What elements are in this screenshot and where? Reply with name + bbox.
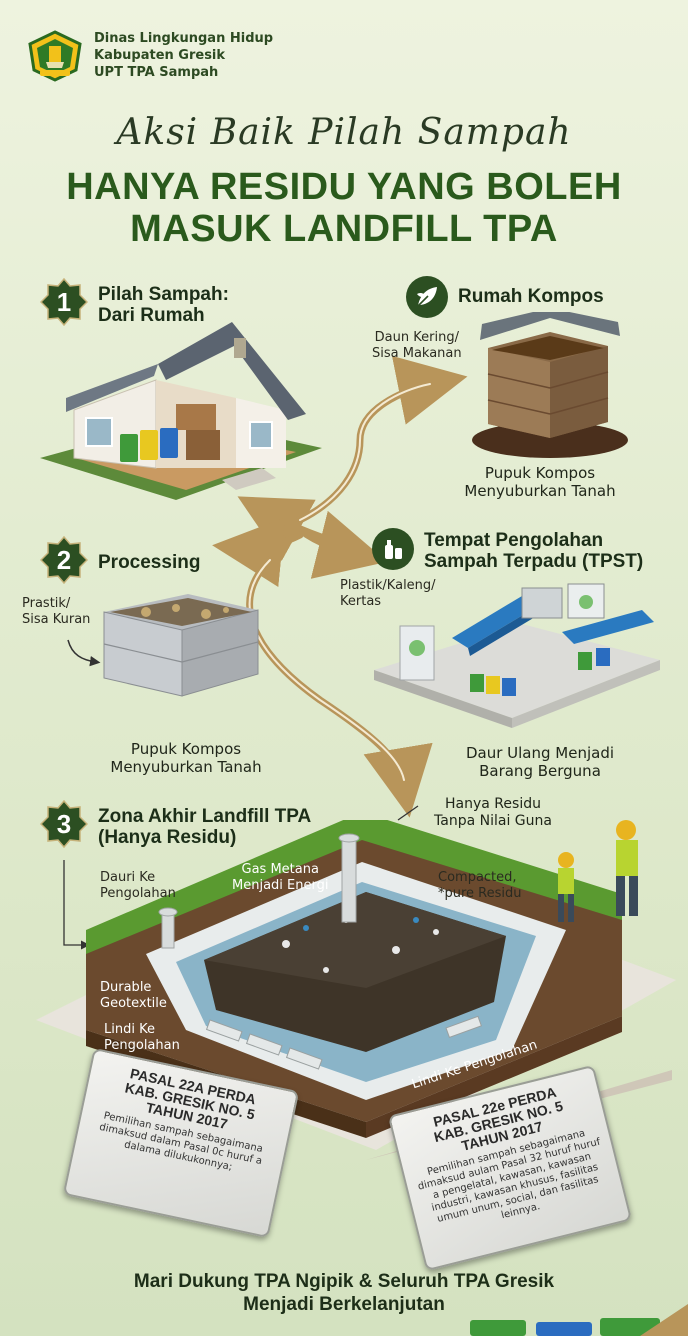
step2-badge: 2 <box>39 535 89 585</box>
tpst-output-line: Barang Berguna <box>479 762 601 780</box>
tpst-input-line: Kertas <box>340 594 382 609</box>
label-compacted-line: Compacted, <box>438 870 517 885</box>
label-compacted-line: *pure Residu <box>438 886 522 901</box>
step2-output-line: Menyuburkan Tanah <box>110 758 262 776</box>
residu-line: Hanya Residu <box>445 796 541 812</box>
worker-figure <box>558 820 638 922</box>
label-gas: Gas Metana Menjadi Energi <box>232 862 328 894</box>
tpst-facility-illustration <box>374 583 660 728</box>
label-lindi-line: Pengolahan <box>104 1038 180 1053</box>
step1-number: 1 <box>56 286 72 317</box>
processing-bin-illustration <box>103 594 259 697</box>
step3-badge: 3 <box>39 799 89 849</box>
title-line: MASUK LANDFILL TPA <box>130 208 558 250</box>
step2-output-caption: Pupuk Kompos Menyuburkan Tanah <box>86 740 286 776</box>
label-dauri-line: Pengolahan <box>100 886 176 901</box>
step2-number: 2 <box>56 544 72 575</box>
tpst-output-caption: Daur Ulang Menjadi Barang Berguna <box>440 744 640 780</box>
compost-output-line: Menyuburkan Tanah <box>464 482 616 500</box>
title-line: HANYA RESIDU YANG BOLEH <box>66 166 622 208</box>
org-line: Dinas Lingkungan Hidup <box>94 31 274 46</box>
label-dauri-line: Dauri Ke <box>100 870 156 885</box>
gresik-crest-icon <box>26 30 84 82</box>
tpst-input-line: Plastik/Kaleng/ <box>340 578 436 593</box>
step2-output-line: Pupuk Kompos <box>130 740 242 758</box>
org-line: UPT TPA Sampah <box>94 65 219 80</box>
label-geotextile: Durable Geotextile <box>100 980 167 1012</box>
compost-input-label: Daun Kering/ Sisa Makanan <box>372 330 462 362</box>
footer-line: Menjadi Berkelanjutan <box>243 1294 445 1315</box>
compost-output-line: Pupuk Kompos <box>484 464 596 482</box>
bottle-icon <box>372 528 414 570</box>
decorative-bins <box>470 1304 688 1336</box>
compost-bin-illustration <box>472 312 628 458</box>
label-geotextile-line: Geotextile <box>100 996 167 1011</box>
leaf-icon <box>406 276 448 318</box>
script-title: Aksi Baik Pilah Sampah <box>116 112 572 153</box>
step3-number: 3 <box>56 808 72 839</box>
step3-heading-line: Zona Akhir Landfill TPA <box>98 806 312 827</box>
pointer-line-step3 <box>63 860 90 950</box>
footer-message: Mari Dukung TPA Ngipik & Seluruh TPA Gre… <box>0 1270 688 1316</box>
step1-heading: Pilah Sampah: Dari Rumah <box>98 284 229 326</box>
step2-heading: Processing <box>98 552 201 573</box>
label-geotextile-line: Durable <box>100 980 152 995</box>
label-gas-line: Menjadi Energi <box>232 878 329 893</box>
compost-output-caption: Pupuk Kompos Menyuburkan Tanah <box>450 464 630 500</box>
residu-caption: Hanya Residu Tanpa Nilai Guna <box>418 796 568 830</box>
pointer-arrow-step2 <box>67 639 101 667</box>
step2-input-label: Prastik/ Sisa Kuran <box>22 596 90 628</box>
step2-input-line: Prastik/ <box>22 596 71 611</box>
compost-input-line: Sisa Makanan <box>372 346 462 361</box>
label-lindi: Lindi Ke Pengolahan <box>104 1022 180 1054</box>
step1-heading-line: Dari Rumah <box>98 305 205 326</box>
label-dauri: Dauri Ke Pengolahan <box>100 870 176 902</box>
tpst-output-line: Daur Ulang Menjadi <box>465 744 615 762</box>
step2-input-line: Sisa Kuran <box>22 612 91 627</box>
residu-line: Tanpa Nilai Guna <box>434 813 552 829</box>
tpst-heading: Tempat Pengolahan Sampah Terpadu (TPST) <box>424 530 643 572</box>
footer-line: Mari Dukung TPA Ngipik & Seluruh TPA Gre… <box>133 1271 555 1292</box>
label-gas-line: Gas Metana <box>241 862 319 877</box>
arrow-to-tpst <box>296 510 388 579</box>
house-illustration <box>40 322 322 500</box>
tpst-input-label: Plastik/Kaleng/ Kertas <box>340 578 436 610</box>
compost-heading: Rumah Kompos <box>458 286 604 307</box>
compost-input-line: Daun Kering/ <box>374 330 459 345</box>
label-lindi-line: Lindi Ke <box>104 1022 155 1037</box>
organization-name: Dinas Lingkungan Hidup Kabupaten Gresik … <box>94 30 273 81</box>
org-line: Kabupaten Gresik <box>94 48 226 63</box>
tpst-heading-line: Sampah Terpadu (TPST) <box>424 551 644 572</box>
page-title: HANYA RESIDU YANG BOLEH MASUK LANDFILL T… <box>0 166 688 250</box>
arrow-to-processing <box>212 517 304 587</box>
pointer-line-residu <box>397 805 419 821</box>
label-compacted: Compacted, *pure Residu <box>438 870 522 902</box>
step3-heading: Zona Akhir Landfill TPA (Hanya Residu) <box>98 806 311 848</box>
step3-heading-line: (Hanya Residu) <box>98 827 237 848</box>
step1-badge: 1 <box>39 277 89 327</box>
step1-heading-line: Pilah Sampah: <box>98 284 229 305</box>
tpst-heading-line: Tempat Pengolahan <box>424 530 604 551</box>
